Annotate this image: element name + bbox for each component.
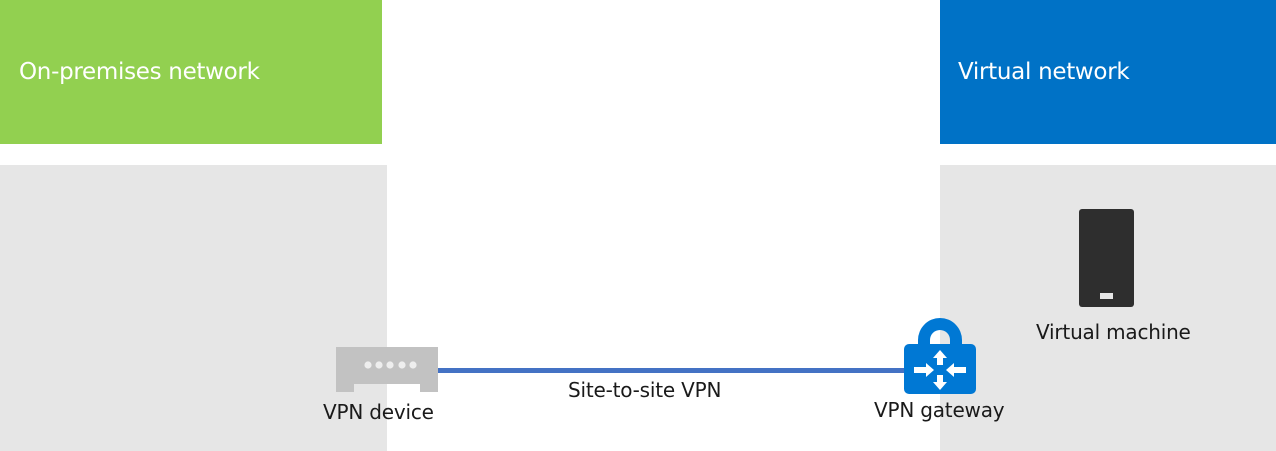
vpn-gateway-label: VPN gateway bbox=[874, 398, 1005, 422]
site-to-site-vpn-label: Site-to-site VPN bbox=[568, 378, 722, 402]
vpn-gateway-lock-icon bbox=[904, 316, 976, 394]
on-premises-header: On-premises network bbox=[0, 0, 382, 144]
on-premises-title: On-premises network bbox=[19, 59, 260, 85]
vpn-device-label: VPN device bbox=[323, 400, 434, 424]
virtual-network-title: Virtual network bbox=[958, 59, 1130, 85]
on-premises-panel bbox=[0, 165, 387, 451]
site-to-site-connection-line bbox=[437, 368, 905, 373]
virtual-machine-label: Virtual machine bbox=[1036, 320, 1191, 344]
virtual-network-header: Virtual network bbox=[940, 0, 1276, 144]
vpn-device-icon bbox=[336, 347, 438, 392]
virtual-machine-icon bbox=[1079, 209, 1134, 307]
